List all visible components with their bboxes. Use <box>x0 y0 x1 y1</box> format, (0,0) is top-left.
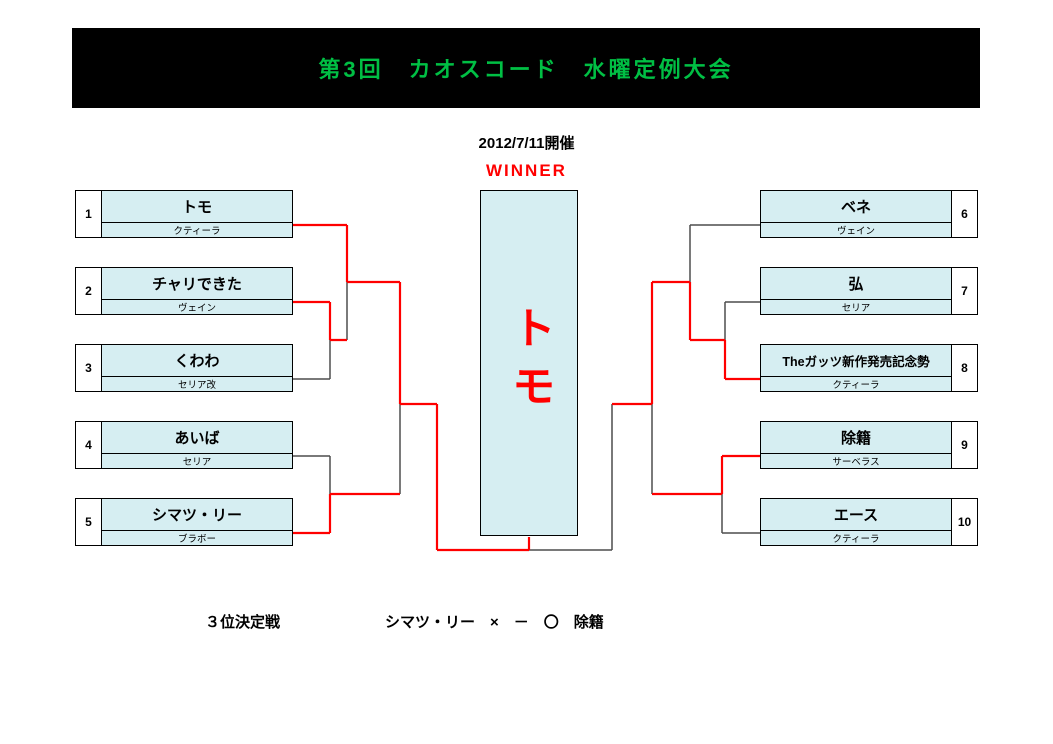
third-place-result: シマツ・リー × － 〇 除籍 <box>385 614 604 631</box>
player-box-8: 8 Theガッツ新作発売記念勢 クティーラ <box>760 344 978 392</box>
third-place-label: ３位決定戦 <box>205 614 281 631</box>
player-box-4: 4 あいば セリア <box>75 421 293 469</box>
player-name: くわわ <box>102 345 292 377</box>
seed-number: 4 <box>76 422 102 468</box>
seed-number: 9 <box>951 422 977 468</box>
player-info: チャリできた ヴェイン <box>102 268 292 314</box>
player-box-9: 9 除籍 サーベラス <box>760 421 978 469</box>
winner-label: WINNER <box>486 161 567 180</box>
player-info: ベネ ヴェイン <box>761 191 951 237</box>
player-box-5: 5 シマツ・リー ブラボー <box>75 498 293 546</box>
player-info: 弘 セリア <box>761 268 951 314</box>
player-name: シマツ・リー <box>102 499 292 531</box>
player-box-3: 3 くわわ セリア改 <box>75 344 293 392</box>
seed-number: 5 <box>76 499 102 545</box>
player-name: Theガッツ新作発売記念勢 <box>761 345 951 377</box>
character-name: ヴェイン <box>177 303 216 314</box>
player-name: あいば <box>102 422 292 454</box>
seed-number: 7 <box>951 268 977 314</box>
player-box-2: 2 チャリできた ヴェイン <box>75 267 293 315</box>
player-info: Theガッツ新作発売記念勢 クティーラ <box>761 345 951 391</box>
player-info: トモ クティーラ <box>102 191 292 237</box>
character-name: ブラボー <box>177 534 216 545</box>
character-name: クティーラ <box>832 380 880 391</box>
character-name: サーベラス <box>832 457 880 468</box>
character-name: セリア <box>182 457 212 468</box>
seed-number: 3 <box>76 345 102 391</box>
character-name: クティーラ <box>173 226 221 237</box>
seed-number: 2 <box>76 268 102 314</box>
champion-name: トモ <box>505 305 554 421</box>
player-box-1: 1 トモ クティーラ <box>75 190 293 238</box>
player-info: シマツ・リー ブラボー <box>102 499 292 545</box>
player-info: エース クティーラ <box>761 499 951 545</box>
player-name: 除籍 <box>761 422 951 454</box>
player-box-6: 6 ベネ ヴェイン <box>760 190 978 238</box>
player-name: ベネ <box>761 191 951 223</box>
tournament-title: 第3回 カオスコード 水曜定例大会 <box>318 57 734 82</box>
player-name: エース <box>761 499 951 531</box>
player-box-7: 7 弘 セリア <box>760 267 978 315</box>
player-info: 除籍 サーベラス <box>761 422 951 468</box>
winner-box: トモ <box>480 190 578 536</box>
player-name: トモ <box>102 191 292 223</box>
character-name: セリア改 <box>177 380 216 391</box>
player-info: くわわ セリア改 <box>102 345 292 391</box>
tournament-banner: 第3回 カオスコード 水曜定例大会 <box>72 28 980 108</box>
character-name: セリア <box>841 303 871 314</box>
character-name: ヴェイン <box>836 226 875 237</box>
player-name: チャリできた <box>102 268 292 300</box>
player-name: 弘 <box>761 268 951 300</box>
seed-number: 10 <box>951 499 977 545</box>
player-box-10: 10 エース クティーラ <box>760 498 978 546</box>
player-info: あいば セリア <box>102 422 292 468</box>
event-date: 2012/7/11開催 <box>478 135 575 152</box>
seed-number: 1 <box>76 191 102 237</box>
character-name: クティーラ <box>832 534 880 545</box>
seed-number: 8 <box>951 345 977 391</box>
seed-number: 6 <box>951 191 977 237</box>
